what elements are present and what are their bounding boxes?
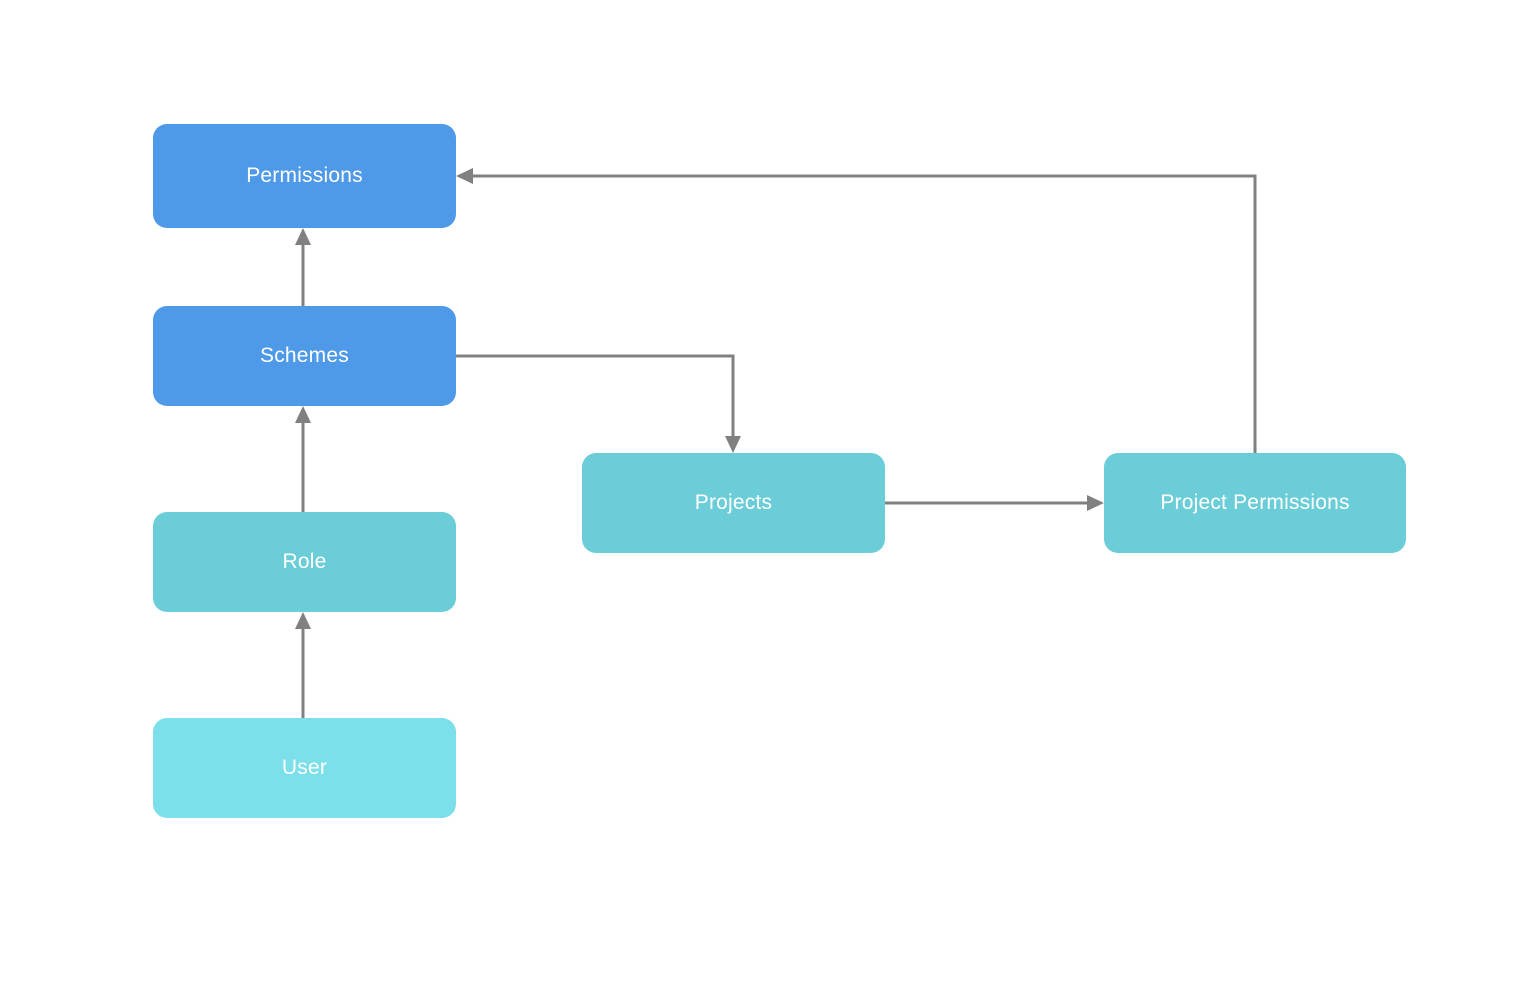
- node-projects[interactable]: Projects: [582, 453, 885, 553]
- node-project-permissions-label: Project Permissions: [1160, 490, 1350, 514]
- edge-schemes-to-permissions-arrowhead: [295, 228, 311, 245]
- node-role-label: Role: [282, 549, 327, 573]
- edge-projects-to-project-permissions: [885, 495, 1104, 511]
- node-schemes[interactable]: Schemes: [153, 306, 456, 406]
- edge-role-to-schemes-arrowhead: [295, 406, 311, 423]
- node-permissions[interactable]: Permissions: [153, 124, 456, 228]
- edge-schemes-to-projects: [456, 354, 741, 453]
- edge-project-permissions-to-permissions-arrowhead: [456, 168, 473, 184]
- node-user[interactable]: User: [153, 718, 456, 818]
- edge-schemes-to-permissions: [295, 228, 311, 306]
- node-schemes-label: Schemes: [260, 343, 349, 367]
- edge-user-to-role: [295, 612, 311, 718]
- node-projects-label: Projects: [694, 490, 773, 514]
- edge-project-permissions-to-permissions: [456, 168, 1257, 453]
- node-role[interactable]: Role: [153, 512, 456, 612]
- edge-schemes-to-projects-arrowhead: [725, 436, 741, 453]
- node-permissions-label: Permissions: [246, 163, 363, 187]
- edge-project-permissions-to-permissions-line: [465, 174, 1257, 453]
- node-project-permissions[interactable]: Project Permissions: [1104, 453, 1406, 553]
- edge-user-to-role-arrowhead: [295, 612, 311, 629]
- edge-schemes-to-projects-line: [456, 354, 735, 444]
- edge-projects-to-project-permissions-arrowhead: [1087, 495, 1104, 511]
- edge-role-to-schemes: [295, 406, 311, 512]
- node-user-label: User: [281, 755, 328, 779]
